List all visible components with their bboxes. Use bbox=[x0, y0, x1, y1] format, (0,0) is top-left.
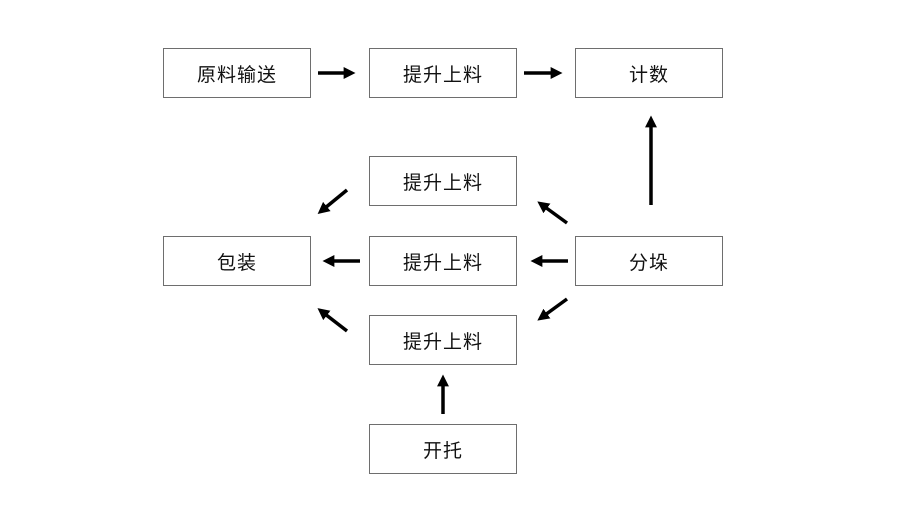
arrow-lift-a-to-packaging bbox=[317, 188, 349, 215]
arrow-stacking-to-lift-a bbox=[537, 201, 569, 225]
node-lift-feed-b: 提升上料 bbox=[369, 236, 517, 286]
node-lift-feed-a: 提升上料 bbox=[369, 156, 517, 206]
node-raw-material-conveying: 原料输送 bbox=[163, 48, 311, 98]
node-stacking: 分垛 bbox=[575, 236, 723, 286]
arrow-stacking-to-lift-c bbox=[537, 297, 569, 321]
node-counting: 计数 bbox=[575, 48, 723, 98]
node-lift-feed-c: 提升上料 bbox=[369, 315, 517, 365]
node-pallet-opening: 开托 bbox=[369, 424, 517, 474]
arrow-lift-c-to-packaging bbox=[317, 308, 349, 333]
node-packaging: 包装 bbox=[163, 236, 311, 286]
node-lift-feed-top: 提升上料 bbox=[369, 48, 517, 98]
